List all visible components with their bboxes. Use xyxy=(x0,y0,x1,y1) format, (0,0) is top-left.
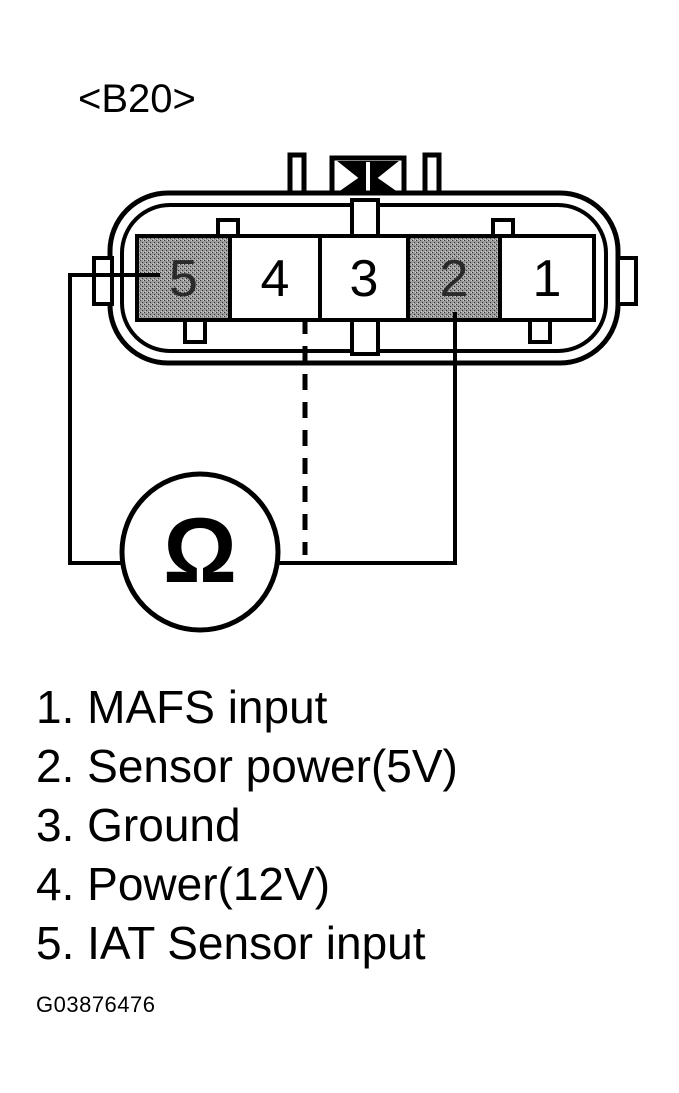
legend-item-5: 5. IAT Sensor input xyxy=(36,917,426,969)
figure-code: G03876476 xyxy=(36,992,156,1017)
ohmmeter: Ω xyxy=(119,471,281,633)
pin-number-label: 4 xyxy=(261,250,290,308)
lead-pin-5 xyxy=(68,273,160,565)
pin-number-label: 5 xyxy=(169,250,198,308)
pin-cavity-box xyxy=(228,234,322,322)
pin-cavity-3: 3 xyxy=(318,234,410,322)
pin-number-label: 2 xyxy=(440,250,469,308)
pin-cavity-box xyxy=(498,234,596,322)
pin-cavity-box xyxy=(318,234,410,322)
lead-pin-2 xyxy=(278,312,457,565)
meter-leads xyxy=(68,273,457,565)
pin-cavities: 5 4 3 2 1 xyxy=(135,234,596,322)
legend-item-4: 4. Power(12V) xyxy=(36,858,331,910)
pin-cavity-2: 2 xyxy=(406,234,502,322)
legend-item-2: 2. Sensor power(5V) xyxy=(36,740,458,792)
connector-latch xyxy=(287,152,442,200)
legend-item-3: 3. Ground xyxy=(36,799,241,851)
ohm-symbol: Ω xyxy=(163,500,237,602)
connector-id-label: <B20> xyxy=(78,77,196,121)
pin-cavity-5: 5 xyxy=(135,234,232,322)
pin-cavity-1: 1 xyxy=(498,234,596,322)
pin-cavity-box xyxy=(135,234,232,322)
legend-item-1: 1. MAFS input xyxy=(36,681,328,733)
pin-cavity-4: 4 xyxy=(228,234,322,322)
pin-number-label: 3 xyxy=(350,250,379,308)
pin-cavity-box xyxy=(406,234,502,322)
pin-number-label: 1 xyxy=(533,250,562,308)
pin-legend: 1. MAFS input 2. Sensor power(5V) 3. Gro… xyxy=(36,678,458,973)
